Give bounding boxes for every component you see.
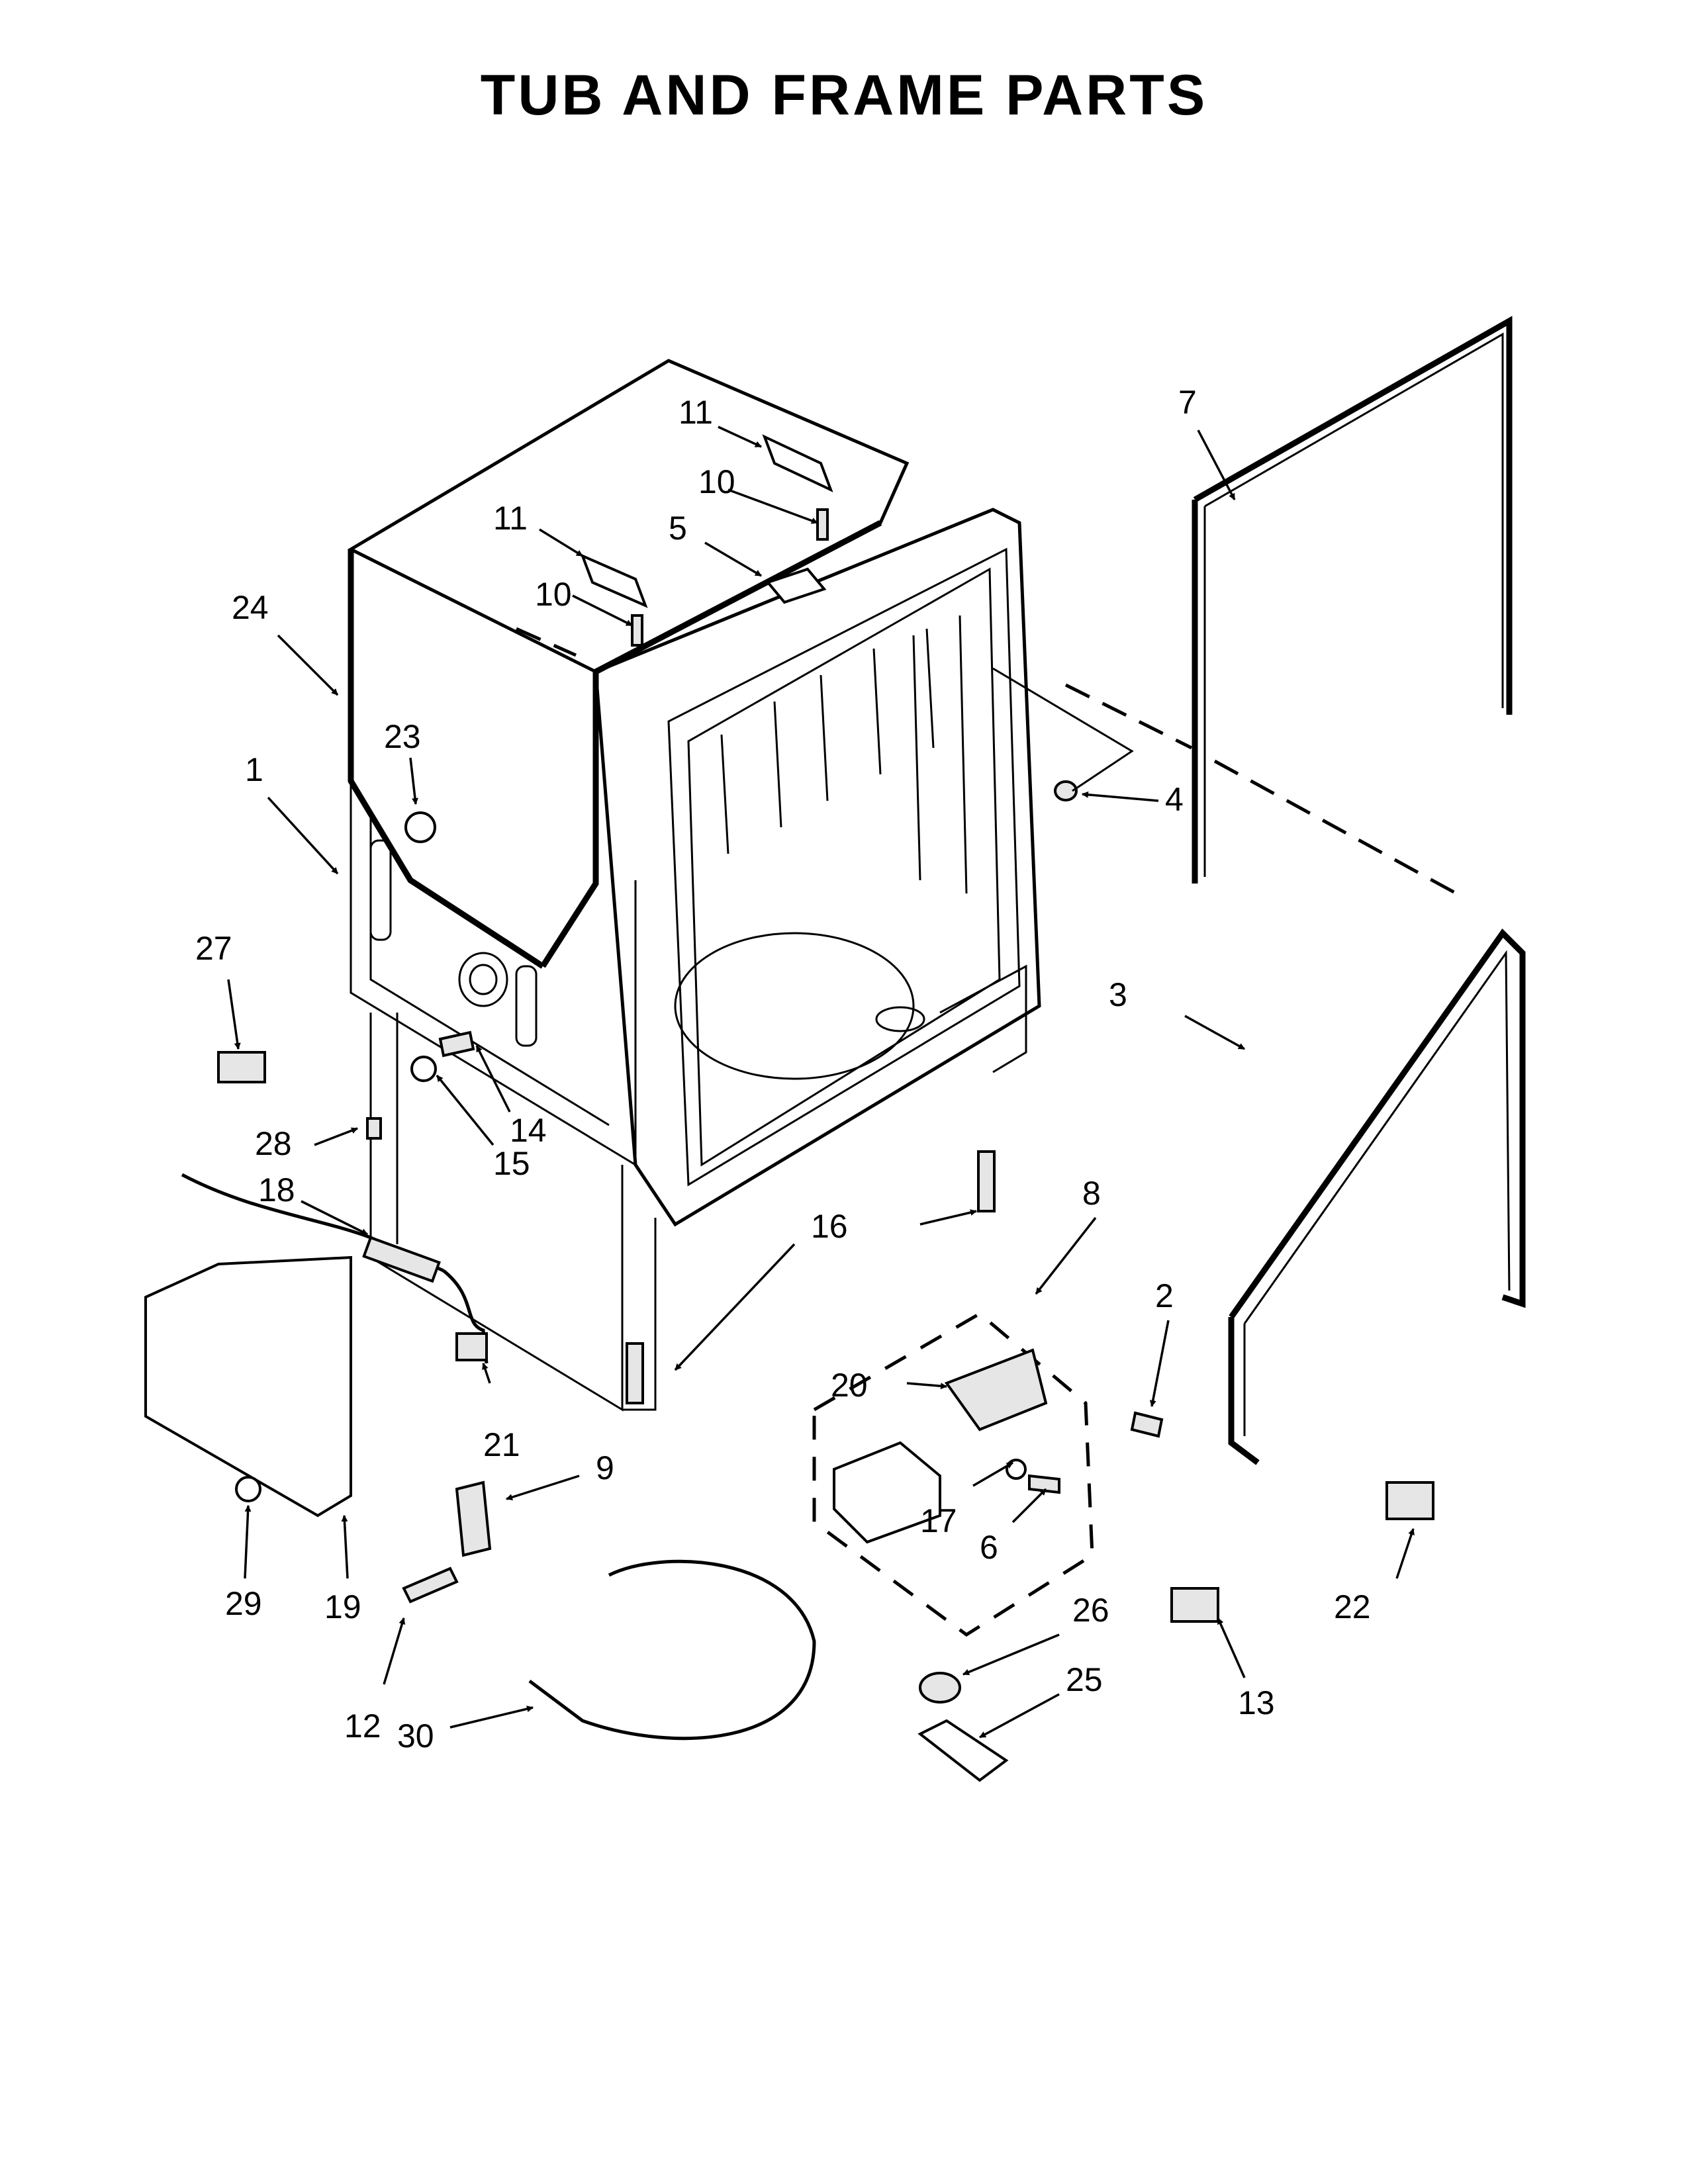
part-6-screw xyxy=(1028,1474,1060,1494)
part-26-thermostat xyxy=(919,1672,961,1704)
callout-6: 6 xyxy=(980,1529,998,1566)
tub-seal xyxy=(1228,929,1526,1465)
part-11-bracket-lower xyxy=(580,553,648,608)
callout-10b: 10 xyxy=(535,576,572,613)
callout-10a: 10 xyxy=(698,463,735,500)
callout-labels: 1 2 3 4 5 6 7 8 9 10 10 11 11 12 13 14 1… xyxy=(195,384,1371,1754)
part-19-insulation-block xyxy=(144,1255,352,1518)
part-29-pin xyxy=(235,1476,261,1502)
tub-assembly xyxy=(347,359,1041,1412)
part-30-wire-harness xyxy=(528,1559,816,1741)
callout-7: 7 xyxy=(1178,384,1197,421)
part-10-screw-upper xyxy=(816,508,829,541)
callout-23: 23 xyxy=(384,718,421,755)
callout-11b: 11 xyxy=(493,500,528,537)
callout-21: 21 xyxy=(483,1426,520,1463)
callout-30: 30 xyxy=(397,1717,434,1754)
callout-25: 25 xyxy=(1066,1661,1103,1698)
callout-11a: 11 xyxy=(679,394,713,431)
part-4-cap xyxy=(1054,780,1078,801)
part-27-clip xyxy=(217,1051,266,1083)
callout-12: 12 xyxy=(344,1707,381,1745)
part-17-washer xyxy=(1006,1459,1027,1480)
part-11-bracket-upper xyxy=(762,434,833,492)
part-9-grommet xyxy=(455,1480,492,1557)
part-kit-bracket xyxy=(833,1441,941,1544)
callout-16: 16 xyxy=(811,1208,848,1245)
callout-14: 14 xyxy=(510,1112,547,1149)
callout-24: 24 xyxy=(232,589,269,626)
callout-27: 27 xyxy=(195,930,232,967)
part-12-screw xyxy=(402,1567,459,1604)
part-5-clip xyxy=(765,567,827,604)
part-16-leg-left xyxy=(626,1342,644,1404)
callout-19: 19 xyxy=(324,1588,361,1625)
part-15-washer xyxy=(410,1056,437,1082)
callout-17: 17 xyxy=(920,1502,957,1539)
part-2-screw xyxy=(1130,1411,1164,1438)
part-25-bracket xyxy=(917,1719,1009,1782)
callout-4: 4 xyxy=(1165,781,1184,818)
part-16-leg-right xyxy=(977,1150,996,1212)
callout-13: 13 xyxy=(1238,1684,1275,1721)
part-10-screw-lower xyxy=(631,614,643,647)
callout-26: 26 xyxy=(1072,1592,1109,1629)
callout-2: 2 xyxy=(1155,1277,1174,1314)
callout-15: 15 xyxy=(493,1145,530,1182)
callout-29: 29 xyxy=(225,1585,262,1622)
part-23-plug xyxy=(404,811,436,843)
page-title: TUB AND FRAME PARTS xyxy=(480,64,1208,127)
part-28-screw xyxy=(366,1117,382,1140)
callout-9: 9 xyxy=(596,1449,614,1486)
part-20-cover xyxy=(944,1348,1048,1432)
callout-22: 22 xyxy=(1334,1588,1371,1625)
callout-28: 28 xyxy=(255,1125,292,1162)
leader-lines xyxy=(227,426,1415,1739)
part-22-clip xyxy=(1385,1481,1434,1520)
callout-18: 18 xyxy=(258,1171,295,1208)
part-13-clip xyxy=(1170,1587,1219,1623)
door-gasket xyxy=(1192,316,1513,884)
part-21-clamp xyxy=(455,1332,488,1361)
part-14-screw xyxy=(438,1030,475,1058)
callout-8: 8 xyxy=(1082,1175,1101,1212)
callout-20: 20 xyxy=(831,1367,868,1404)
callout-1: 1 xyxy=(245,751,263,788)
callout-5: 5 xyxy=(669,510,687,547)
callout-3: 3 xyxy=(1109,976,1127,1013)
